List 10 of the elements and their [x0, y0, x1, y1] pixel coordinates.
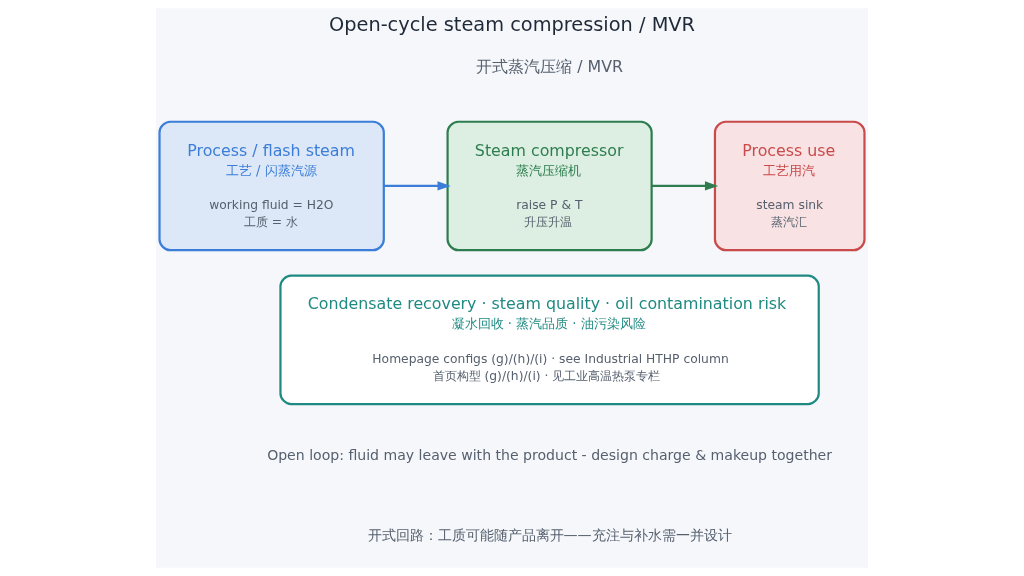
label: 开式蒸汽压缩 / MVR — [476, 56, 624, 76]
diagram-title: Open-cycle steam compression / MVR — [328, 12, 696, 36]
node-box: Steam compressor 蒸汽压缩机 raise P & T 升压升温 — [446, 120, 653, 252]
node-box: Condensate recovery · steam quality · oil contamination risk 凝水回收 · 蒸汽品质 · 油污染风险 Homepage configs (g)/(h)/(i) · see Industrial HTHP column 首页构型 (g)/(h)/(i) · 见工业高温热泵专栏 — [279, 274, 820, 406]
node-box: Process use 工艺用汽 steam sink 蒸汽汇 — [713, 120, 866, 252]
node-box: Process / flash steam 工艺 / 闪蒸汽源 working fluid = H2O 工质 = 水 — [158, 120, 385, 252]
arrow — [651, 181, 719, 191]
label: Open loop: fluid may leave with the product - design charge & makeup together — [267, 447, 833, 464]
arrow — [384, 181, 451, 191]
label: 开式回路：工质可能随产品离开——充注与补水需一并设计 — [367, 527, 732, 544]
